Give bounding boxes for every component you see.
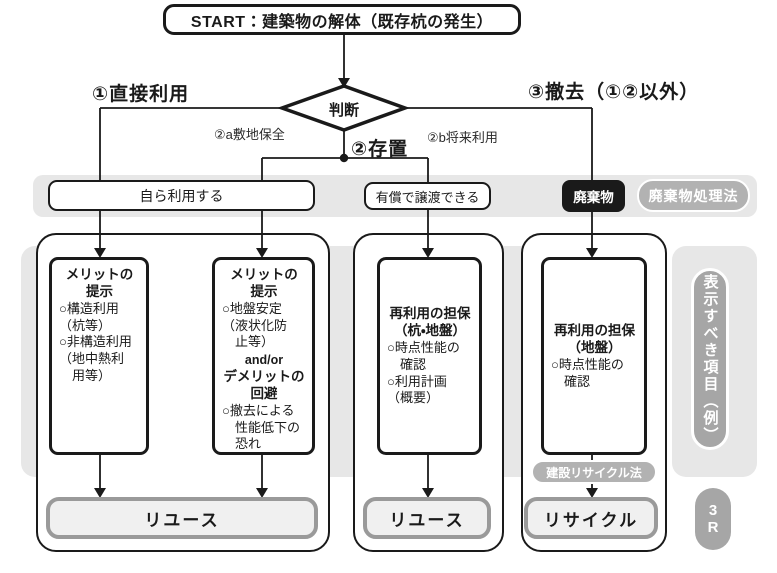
arrowhead-into-decision xyxy=(338,78,350,88)
side-label-display-items: 表示すべき項目（例） xyxy=(691,268,729,450)
result-reuse-leave-label: リユース xyxy=(389,510,465,530)
detail-box-reuse-guarantee-pile-ground: 再利用の担保 （杭・地盤） ○時点性能の 確認 ○利用計画 （概要） xyxy=(377,257,482,455)
node-self-use: 自ら利用する xyxy=(48,180,315,211)
arrowhead-into-reuse1-left xyxy=(94,488,106,498)
detail-box2-body1: ○地盤安定 （液状化防 止等） xyxy=(222,301,288,350)
detail-box2-body2: ○撤去による 性能低下の 恐れ xyxy=(222,402,301,452)
branch-label-removal: ③撤去（①②以外） xyxy=(528,82,700,103)
result-recycle: リサイクル xyxy=(524,497,658,539)
detail-box4-heading: 再利用の担保 （地盤） xyxy=(554,322,635,355)
result-reuse-direct: リユース xyxy=(46,497,318,539)
branch-label-future-use: ②b将来利用 xyxy=(427,130,498,145)
detail-box3-body: ○時点性能の 確認 ○利用計画 （概要） xyxy=(387,340,460,406)
branch-label-leave-in-place: ②存置 xyxy=(351,139,409,160)
detail-box3-heading: 再利用の担保 （杭・地盤） xyxy=(389,306,471,339)
pill-waste-disposal-law: 廃棄物処理法 xyxy=(637,179,750,212)
arrowhead-into-reuse2 xyxy=(422,488,434,498)
start-label: START：建築物の解体（既存杭の発生） xyxy=(190,13,494,31)
detail-box2-andor: and/or xyxy=(244,352,284,367)
detail-box1-heading: メリットの 提示 xyxy=(65,267,134,299)
node-self-use-label: 自ら利用する xyxy=(139,187,224,204)
node-waste: 廃棄物 xyxy=(562,180,625,212)
result-reuse-leave: リユース xyxy=(363,497,491,539)
result-reuse-direct-label: リユース xyxy=(144,510,220,530)
detail-box-merit-demerit: メリットの 提示 ○地盤安定 （液状化防 止等） and/or デメリットの 回… xyxy=(212,257,315,455)
detail-box-reuse-guarantee-ground: 再利用の担保 （地盤） ○時点性能の 確認 xyxy=(541,257,647,455)
decision-diamond xyxy=(276,84,411,132)
detail-box1-body: ○構造利用 （杭等） ○非構造利用 （地中熱利 用等） xyxy=(59,301,132,383)
detail-box2-heading2: デメリットの 回避 xyxy=(223,368,305,401)
node-paid-transfer: 有償で譲渡できる xyxy=(364,182,491,210)
arrowhead-into-recycle xyxy=(586,488,598,498)
node-waste-label: 廃棄物 xyxy=(573,190,614,205)
arrowhead-into-box3 xyxy=(422,248,434,258)
detail-box2-heading: メリットの 提示 xyxy=(230,267,298,299)
branch-label-site-preservation: ②a敷地保全 xyxy=(214,127,285,142)
decision-label: 判断 xyxy=(328,102,359,119)
start-node: START：建築物の解体（既存杭の発生） xyxy=(163,4,521,35)
arrowhead-into-reuse1-right xyxy=(256,488,268,498)
badge-3r: 3 R xyxy=(695,488,731,550)
pill-construction-recycling-law: 建設リサイクル法 xyxy=(531,460,657,484)
arrowhead-into-box4 xyxy=(586,248,598,258)
detail-box4-body: ○時点性能の 確認 xyxy=(551,356,624,389)
pill-construction-recycling-law-label: 建設リサイクル法 xyxy=(546,465,642,480)
arrowhead-into-box2 xyxy=(256,248,268,258)
junction-dot xyxy=(339,153,349,163)
result-recycle-label: リサイクル xyxy=(543,510,639,530)
arrowhead-into-box1 xyxy=(94,248,106,258)
branch-label-direct-use: ①直接利用 xyxy=(92,84,190,105)
detail-box-merit-structural: メリットの 提示 ○構造利用 （杭等） ○非構造利用 （地中熱利 用等） xyxy=(49,257,149,455)
node-paid-transfer-label: 有償で譲渡できる xyxy=(375,189,480,205)
pill-waste-disposal-law-label: 廃棄物処理法 xyxy=(648,187,739,204)
